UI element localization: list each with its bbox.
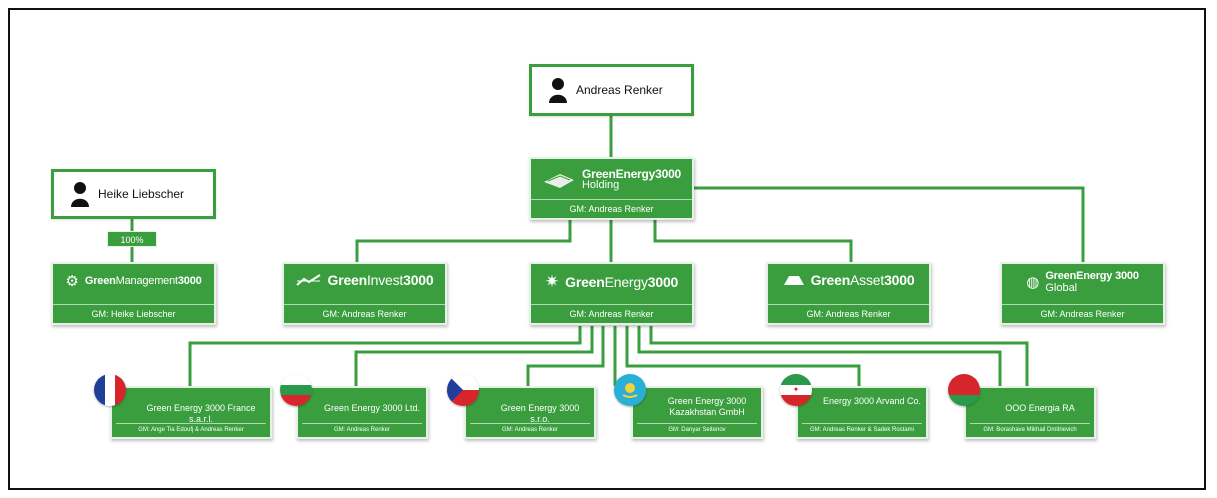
logo-part: 3000 — [403, 272, 434, 288]
logo-part: 3000 — [647, 274, 679, 290]
company-gm: GM: Andreas Renker — [531, 304, 692, 319]
logo-part: GreenEnergy 3000 — [1045, 270, 1139, 282]
iran-flag-icon: ✦ — [780, 374, 812, 406]
subsidiary-name: Green Energy 3000 France s.a.r.l. — [146, 403, 256, 424]
logo-part: Management — [115, 275, 178, 287]
person-name: Andreas Renker — [576, 83, 663, 97]
subsidiary-name: OOO Energia RA — [1005, 403, 1075, 413]
company-box-global: ◍ GreenEnergy 3000 Global GM: Andreas Re… — [1000, 262, 1165, 325]
holding-logo-icon — [543, 174, 574, 188]
subsidiary-gm: GM: Ange Tia Edoufj & Andreas Renker — [116, 423, 266, 433]
logo-part: Green — [810, 272, 851, 288]
globe-icon: ◍ — [1026, 274, 1040, 291]
logo-part: Asset — [850, 272, 885, 288]
subsidiary-gm: GM: Andreas Renker & Sadek Rostami — [802, 423, 922, 433]
logo-part: 3000 — [177, 275, 202, 287]
logo-part: Energy — [604, 274, 648, 290]
bulgaria-flag-icon — [280, 374, 312, 406]
subsidiary-box: Green Energy 3000 Kazakhstan GmbH GM: Da… — [631, 386, 763, 439]
person-card-heike: Heike Liebscher — [51, 169, 216, 219]
logo-part: Invest — [366, 272, 404, 288]
subsidiary-box: Green Energy 3000 France s.a.r.l. GM: An… — [110, 386, 272, 439]
subsidiary-gm: GM: Andreas Renker — [302, 423, 422, 433]
subsidiary-gm: GM: Borashave Mikhail Dmitrievich — [970, 423, 1090, 433]
logo-part: 3000 — [884, 272, 915, 288]
logo-part: Green — [327, 272, 368, 288]
subsidiary-name: Green Energy 3000 Ltd. — [323, 403, 421, 413]
holding-logo-sub: Holding — [581, 179, 620, 191]
company-gm: GM: Andreas Renker — [1002, 304, 1163, 319]
subsidiary-box: Energy 3000 Arvand Co. GM: Andreas Renke… — [796, 386, 928, 439]
leaf-star-icon: ✷ — [544, 272, 560, 291]
ownership-percent: 100% — [107, 231, 157, 247]
chart-arrow-icon — [295, 274, 321, 286]
company-box-energy: ✷ GreenEnergy3000 GM: Andreas Renker — [529, 262, 694, 325]
subsidiary-box: Green Energy 3000 Ltd. GM: Andreas Renke… — [296, 386, 428, 439]
belarus-flag-icon — [948, 374, 980, 406]
logo-part: Green — [565, 274, 605, 290]
subsidiary-gm: GM: Andreas Renker — [470, 423, 590, 433]
subsidiary-box: OOO Energia RA GM: Borashave Mikhail Dmi… — [964, 386, 1096, 439]
logo-part: Green — [84, 275, 116, 287]
person-icon — [71, 182, 89, 207]
logo-part: Global — [1045, 282, 1078, 294]
company-box-management: ⚙ GreenManagement3000 GM: Heike Liebsche… — [51, 262, 216, 325]
czech-flag-icon — [447, 374, 479, 406]
company-box-invest: GreenInvest3000 GM: Andreas Renker — [282, 262, 447, 325]
solar-panel-icon — [783, 276, 804, 285]
subsidiary-name: Green Energy 3000 Kazakhstan GmbH — [667, 396, 747, 417]
subsidiary-name: Energy 3000 Arvand Co. — [822, 396, 922, 406]
person-name: Heike Liebscher — [98, 187, 185, 201]
company-box-asset: GreenAsset3000 GM: Andreas Renker — [766, 262, 931, 325]
company-gm: GM: Heike Liebscher — [53, 304, 214, 319]
person-card-andreas: Andreas Renker — [529, 64, 694, 116]
company-gm: GM: Andreas Renker — [768, 304, 929, 319]
person-icon — [549, 78, 567, 103]
holding-box: GreenEnergy3000 Holding GM: Andreas Renk… — [529, 157, 694, 220]
subsidiary-name: Green Energy 3000 s.r.o. — [500, 403, 580, 424]
holding-logo-text: GreenEnergy3000 — [581, 167, 682, 181]
subsidiary-box: Green Energy 3000 s.r.o. GM: Andreas Ren… — [464, 386, 596, 439]
subsidiary-gm: GM: Danyar Seitenov — [637, 423, 757, 433]
holding-gm: GM: Andreas Renker — [531, 199, 692, 214]
gear-icon: ⚙ — [65, 273, 79, 290]
france-flag-icon — [94, 374, 126, 406]
kazakhstan-flag-icon — [614, 374, 646, 406]
company-gm: GM: Andreas Renker — [284, 304, 445, 319]
